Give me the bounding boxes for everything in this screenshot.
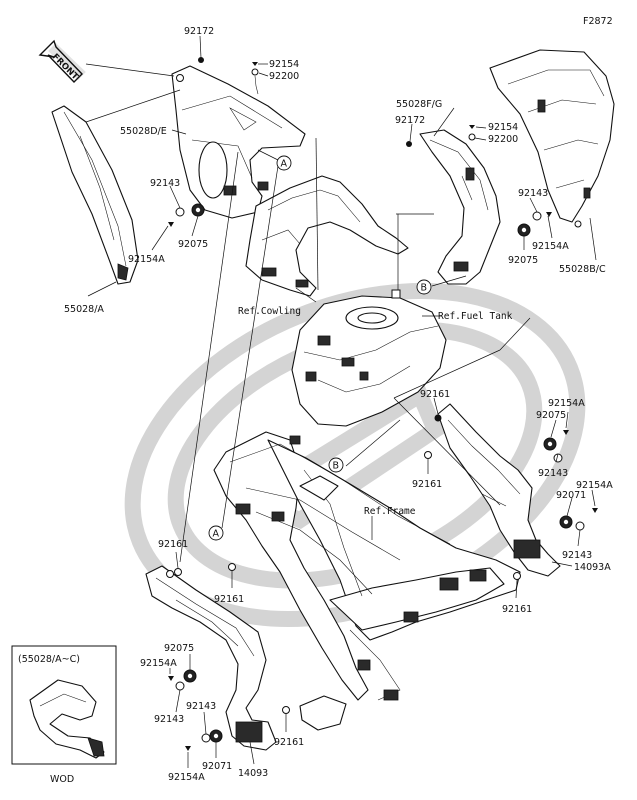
inner-cover-14093a xyxy=(437,403,561,577)
callout-b-lower xyxy=(328,457,344,473)
bolt-92172-upper-left xyxy=(198,57,204,63)
callouts: A B B A xyxy=(208,155,432,541)
screw-92154a-left xyxy=(168,222,174,227)
callout-a-upper-label: A xyxy=(281,159,288,170)
screw-92154a-right-lowest xyxy=(592,508,598,513)
hardware xyxy=(168,57,598,751)
part-label: 92200 xyxy=(488,134,518,145)
part-label: 55028F/G xyxy=(396,99,442,110)
part-label: 14093 xyxy=(238,768,268,779)
part-label: 92075 xyxy=(508,255,538,266)
grommet-92143-left xyxy=(175,207,185,217)
callout-a-lower-label: A xyxy=(213,529,220,540)
callout-b-upper xyxy=(416,279,432,295)
screw-92154a-lower-left xyxy=(168,676,174,681)
part-labels: 92172 92154 92200 55028D/E 92143 92075 9… xyxy=(64,26,613,783)
grommet-92143-lower-left xyxy=(175,681,185,691)
figure-code: F2872 xyxy=(583,16,613,27)
variant-box-title: (55028/A~C) xyxy=(18,654,80,665)
grommet-92161-right-top xyxy=(434,414,442,422)
grommet-92143-bottom xyxy=(201,733,211,743)
grommet-92161-left-a xyxy=(174,568,182,576)
part-label: 92143 xyxy=(518,188,548,199)
callout-b-lower-label: B xyxy=(333,461,340,472)
part-label: 14093A xyxy=(574,562,611,573)
variant-box-caption: WOD xyxy=(50,774,74,785)
grommet-92161-right-bottom xyxy=(513,572,521,580)
part-label: 92154A xyxy=(576,480,613,491)
part-label: 92071 xyxy=(202,761,232,772)
washer-92200-upper-left xyxy=(251,68,259,76)
part-label: 92143 xyxy=(154,714,184,725)
part-label: 92154A xyxy=(532,241,569,252)
part-label: 92075 xyxy=(536,410,566,421)
part-label: 92154A xyxy=(140,658,177,669)
part-label: 92075 xyxy=(178,239,208,250)
callout-a-upper xyxy=(276,155,292,171)
part-label: 92154 xyxy=(269,59,299,70)
part-label: 92200 xyxy=(269,71,299,82)
part-label: 55028D/E xyxy=(120,126,167,137)
screw-92154a-right xyxy=(546,212,552,217)
grommet-ref-tank xyxy=(391,289,401,299)
screw-92154a-bottom xyxy=(185,746,191,751)
part-label: 92172 xyxy=(395,115,425,126)
screw-92154a-right-lower xyxy=(563,430,569,435)
part-label: 92143 xyxy=(150,178,180,189)
callout-b-upper-label: B xyxy=(421,283,428,294)
ref-fuel-tank-label: Ref.Fuel Tank xyxy=(438,311,513,322)
cover-55028-a xyxy=(51,105,139,285)
part-label: 92161 xyxy=(274,737,304,748)
ref-cowling-label: Ref.Cowling xyxy=(238,306,301,317)
callout-a-lower xyxy=(208,525,224,541)
inner-cowling xyxy=(245,175,409,297)
grommet-92161-left-b xyxy=(228,563,236,571)
part-label: 92161 xyxy=(412,479,442,490)
cover-55028b-c xyxy=(489,49,615,228)
cover-55028f-g xyxy=(419,129,501,285)
screw-92154-right xyxy=(469,125,475,129)
part-label: 92161 xyxy=(502,604,532,615)
part-label: 92154A xyxy=(168,772,205,783)
grommet-92161-bottom xyxy=(282,706,290,714)
part-label: 92161 xyxy=(420,389,450,400)
part-label: 92071 xyxy=(556,490,586,501)
part-label: 55028/A xyxy=(64,304,104,315)
part-label: 92161 xyxy=(214,594,244,605)
part-label: 55028B/C xyxy=(559,264,606,275)
leader-lines xyxy=(85,35,597,768)
part-label: 92154A xyxy=(548,398,585,409)
front-direction-arrow: FRONT xyxy=(38,39,86,83)
lower-left-cover-14093 xyxy=(145,565,277,751)
frame xyxy=(213,431,521,731)
part-label: 92154 xyxy=(488,122,518,133)
fuel-tank xyxy=(291,295,447,427)
part-label: 92172 xyxy=(184,26,214,37)
grommet-92161-right-mid xyxy=(424,451,432,459)
ref-frame-label: Ref.Frame xyxy=(364,506,416,517)
part-label: 92143 xyxy=(562,550,592,561)
cover-55028d-e xyxy=(171,65,306,219)
part-label: 92075 xyxy=(164,643,194,654)
part-label: 92143 xyxy=(186,701,216,712)
part-label: 92154A xyxy=(128,254,165,265)
grommet-92143-right-lowest xyxy=(575,521,585,531)
variant-box: (55028/A~C) WOD xyxy=(11,645,117,785)
bolt-92172-right xyxy=(406,141,412,147)
screw-92154-upper-left xyxy=(252,62,258,66)
part-label: 92161 xyxy=(158,539,188,550)
grommet-92143-right xyxy=(532,211,542,221)
washer-92200-right xyxy=(468,133,476,141)
part-label: 92143 xyxy=(538,468,568,479)
